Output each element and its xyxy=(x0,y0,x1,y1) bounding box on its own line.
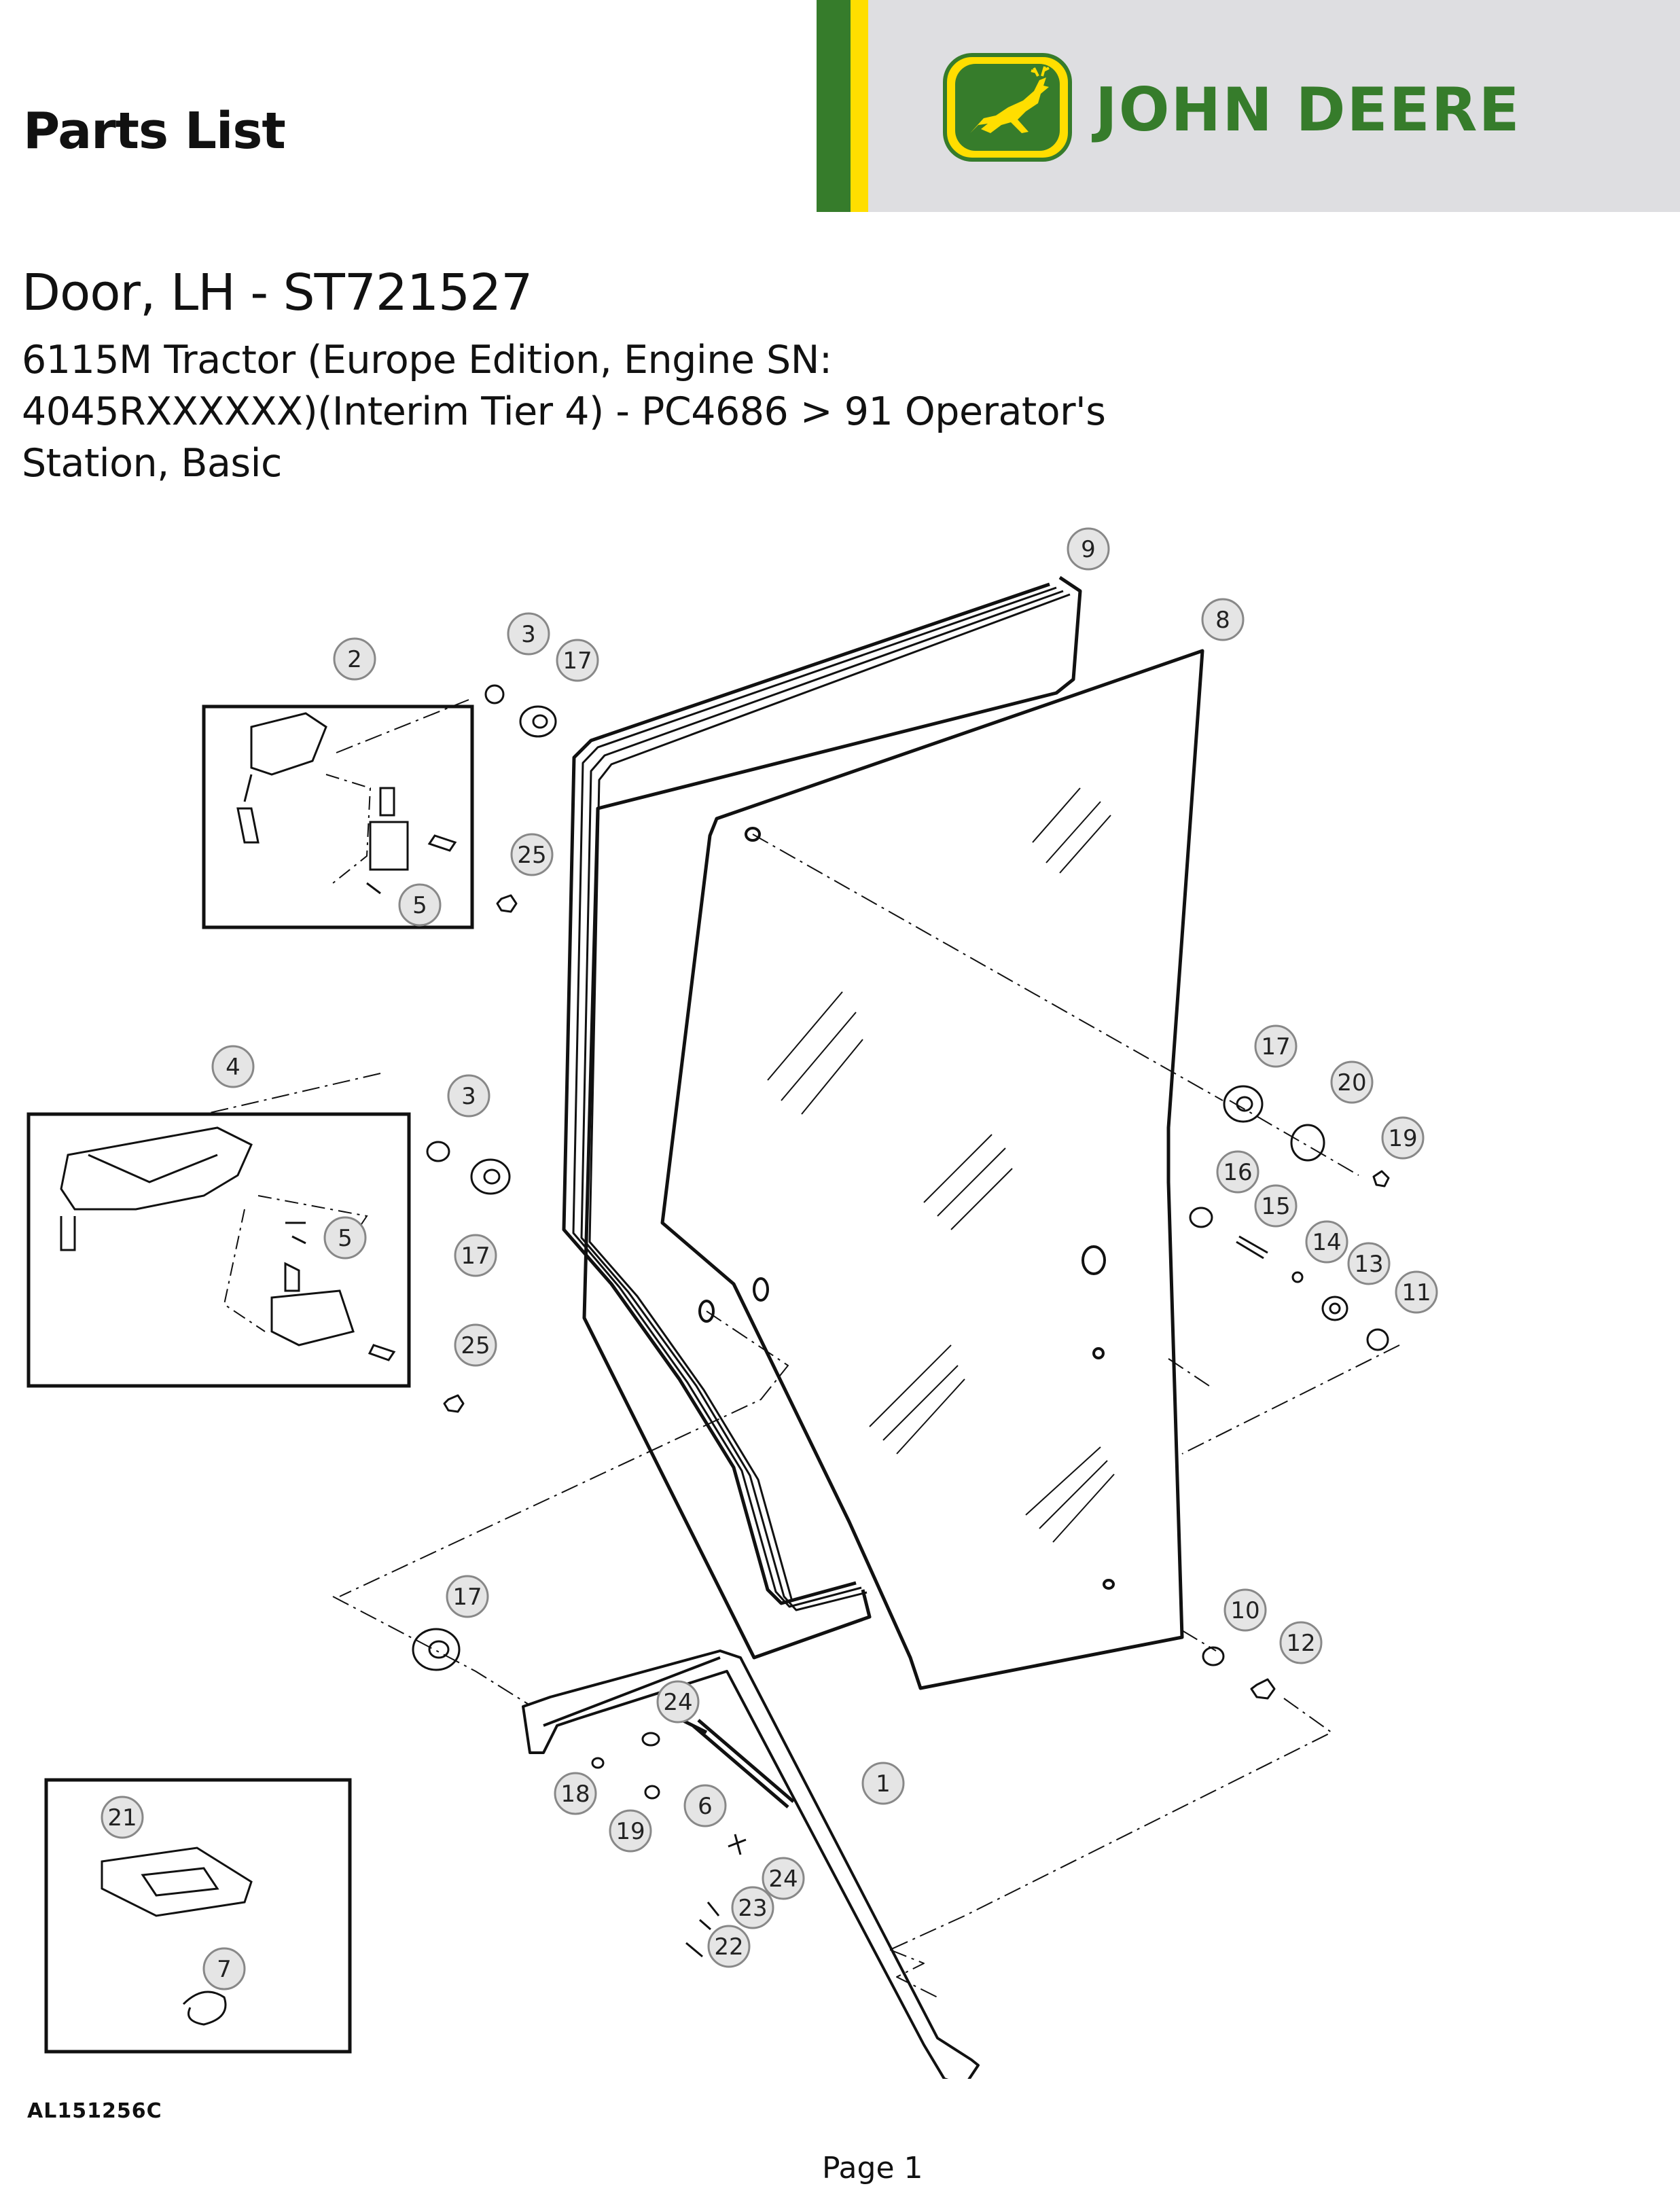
band-yellow-stripe xyxy=(851,0,868,212)
grab-handle xyxy=(522,1649,980,2079)
brand-band: JOHN DEERE xyxy=(817,0,1680,212)
callout-17d: 17 xyxy=(452,1584,482,1611)
door-seal xyxy=(582,575,1082,1660)
callout-1: 1 xyxy=(876,1770,891,1798)
callout-19: 19 xyxy=(1388,1125,1417,1152)
callout-5: 5 xyxy=(412,892,427,919)
callout-24b: 24 xyxy=(768,1866,798,1893)
callout-5b: 5 xyxy=(338,1225,353,1252)
page-heading: Parts List xyxy=(23,102,286,160)
callout-15: 15 xyxy=(1261,1193,1290,1220)
callout-7: 7 xyxy=(217,1956,232,1983)
door-glass xyxy=(660,649,1204,1690)
inset-box-kit xyxy=(44,1778,352,2054)
brand-name: JOHN DEERE xyxy=(1095,75,1521,145)
callout-9: 9 xyxy=(1081,536,1096,563)
callout-16: 16 xyxy=(1223,1159,1252,1186)
callout-8: 8 xyxy=(1215,607,1230,634)
callout-labels: 9 8 2 3 17 25 5 4 3 5 17 25 17 20 19 16 … xyxy=(101,527,1438,1991)
callout-10: 10 xyxy=(1230,1597,1259,1624)
band-green-stripe xyxy=(817,0,851,212)
callout-21: 21 xyxy=(107,1804,137,1832)
callout-6: 6 xyxy=(698,1793,713,1820)
document-subtitle: 6115M Tractor (Europe Edition, Engine SN… xyxy=(22,338,1106,486)
callout-18: 18 xyxy=(560,1781,590,1808)
callout-13: 13 xyxy=(1354,1251,1383,1278)
callout-3: 3 xyxy=(521,621,536,648)
callout-14: 14 xyxy=(1312,1229,1341,1256)
callout-25: 25 xyxy=(517,842,546,869)
callout-23: 23 xyxy=(738,1895,767,1922)
callout-4: 4 xyxy=(226,1054,240,1081)
callout-12: 12 xyxy=(1286,1630,1315,1657)
inset-box-latch xyxy=(202,704,474,929)
callout-17: 17 xyxy=(562,647,592,675)
figure-id: AL151256C xyxy=(27,2099,162,2123)
callout-11: 11 xyxy=(1401,1279,1431,1306)
callout-20: 20 xyxy=(1337,1069,1366,1096)
callout-3b: 3 xyxy=(461,1083,476,1110)
callout-17b: 17 xyxy=(461,1243,490,1270)
callout-17c: 17 xyxy=(1261,1033,1290,1060)
deer-leaping-logo-icon xyxy=(943,53,1072,162)
exploded-parts-diagram: 9 8 2 3 17 25 5 4 3 5 17 25 17 20 19 16 … xyxy=(26,527,1438,2079)
callout-2: 2 xyxy=(347,646,362,673)
header-left: Parts List xyxy=(0,0,815,212)
callout-24: 24 xyxy=(663,1689,692,1716)
callout-25b: 25 xyxy=(461,1332,490,1359)
document-title: Door, LH - ST721527 xyxy=(22,264,533,322)
callout-19b: 19 xyxy=(615,1818,645,1845)
inset-box-handle xyxy=(26,1112,411,1388)
callout-22: 22 xyxy=(714,1933,743,1961)
page-number: Page 1 xyxy=(822,2151,923,2185)
